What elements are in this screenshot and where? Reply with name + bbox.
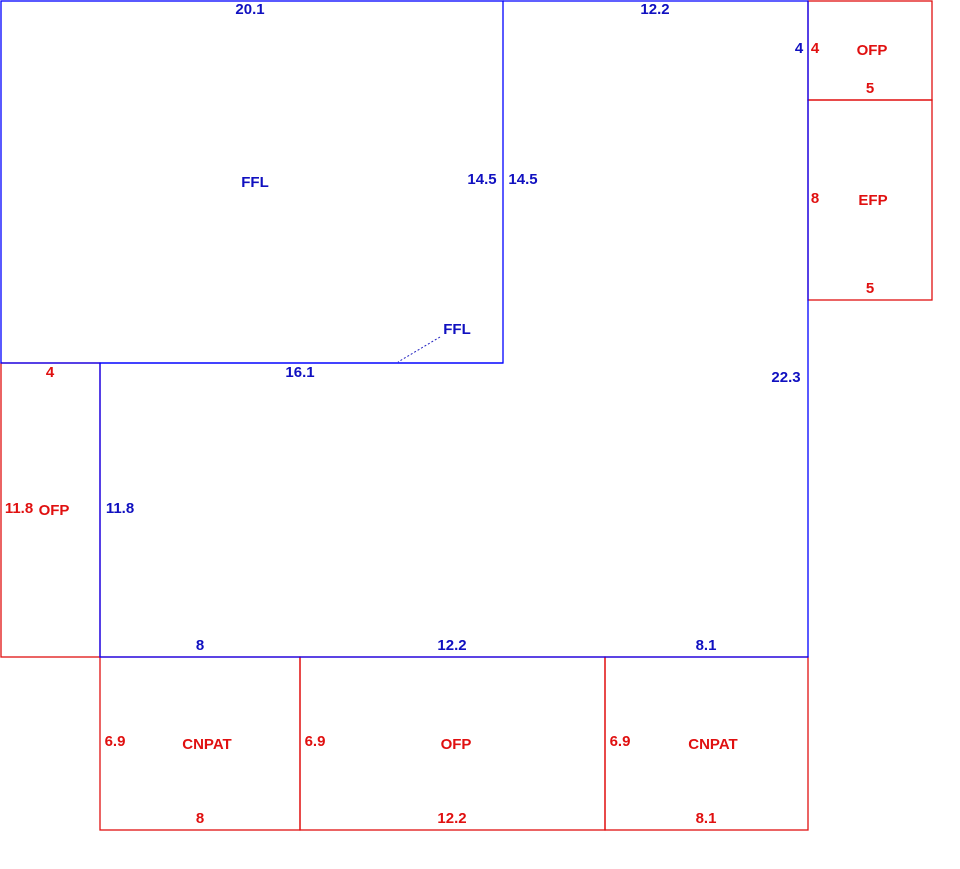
ofp-top-right-bottom-dim: 5 (866, 80, 874, 97)
ofp-left-left-dim: 11.8 (5, 500, 33, 517)
main-lower-bottom-dim-2: 12.2 (437, 637, 466, 654)
cnpat-bottom-left-bottom-dim: 8 (196, 810, 204, 827)
efp-right-bottom-dim: 5 (866, 280, 874, 297)
ofp-bottom-center-label: OFP (441, 736, 472, 753)
ofp-bottom-center-bottom-dim: 12.2 (437, 810, 466, 827)
main-lower-left-upper-dim: 14.5 (508, 171, 537, 188)
main-lower-right-dim: 22.3 (771, 369, 800, 386)
efp-right-label: EFP (858, 192, 887, 209)
ofp-bottom-center-left-dim: 6.9 (305, 733, 326, 750)
main-lower-top-dim: 12.2 (640, 1, 669, 18)
main-upper-right-dim: 14.5 (467, 171, 496, 188)
ofp-top-right-left-dim: 4 (811, 40, 820, 57)
main-lower-notch-dim: 4 (795, 40, 804, 57)
cnpat-bottom-right-bottom-dim: 8.1 (696, 810, 717, 827)
main-lower-left-dim: 11.8 (106, 500, 134, 517)
main-lower-bottom-dim-3: 8.1 (696, 637, 717, 654)
ofp-top-right-label: OFP (857, 42, 888, 59)
efp-right-left-dim: 8 (811, 190, 819, 207)
main-upper-label: FFL (241, 174, 269, 191)
ofp-left-top-dim: 4 (46, 364, 55, 381)
main-lower-bottom-dim-1: 8 (196, 637, 204, 654)
cnpat-bottom-right-left-dim: 6.9 (610, 733, 631, 750)
main-upper-bottom-dim: 16.1 (285, 364, 314, 381)
main-upper-top-dim: 20.1 (235, 1, 264, 18)
ofp-left-label: OFP (39, 502, 70, 519)
cnpat-bottom-left-left-dim: 6.9 (105, 733, 126, 750)
cnpat-bottom-left-label: CNPAT (182, 736, 231, 753)
ffl-leader-line (397, 336, 441, 363)
cnpat-bottom-right-label: CNPAT (688, 736, 737, 753)
main-lower-label: FFL (443, 321, 471, 338)
main-lower-outline (99, 0, 809, 658)
